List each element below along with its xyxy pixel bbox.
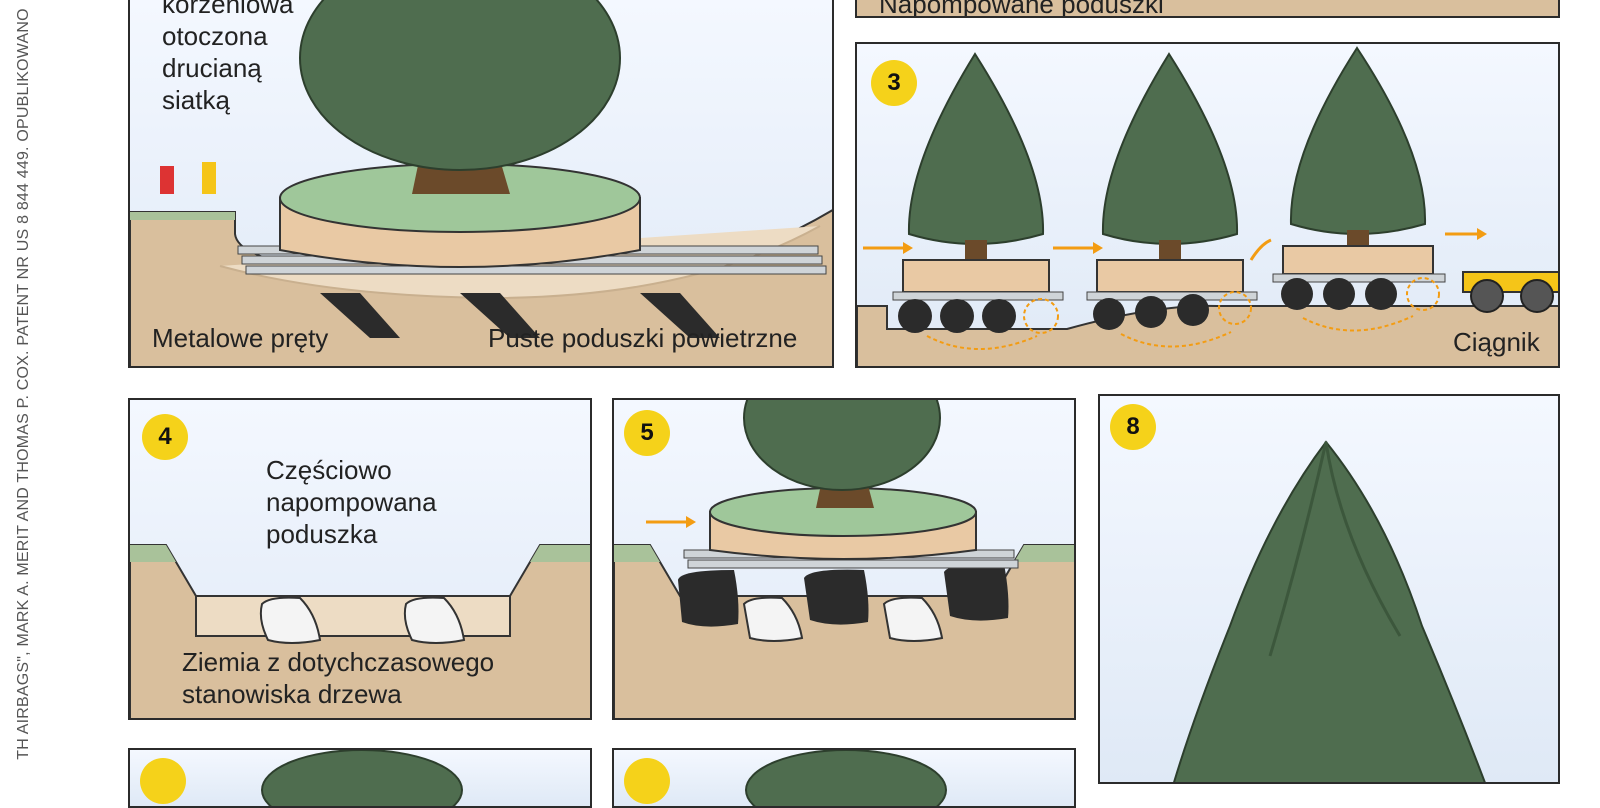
panel-3-illustration [857, 46, 1558, 366]
panel-2: Napompowane poduszki [855, 0, 1560, 18]
panel-8: 8 [1098, 394, 1560, 784]
panel-8-illustration [1173, 440, 1486, 782]
panel-4: 4 Częściowo napompowana poduszka Ziemia … [128, 398, 592, 720]
tree-2 [1086, 52, 1258, 330]
side-credit: TH AIRBAGS", MARK A. MERIT AND THOMAS P.… [15, 8, 32, 760]
step-badge-7: 7 [624, 758, 670, 804]
step-badge-8: 8 [1110, 404, 1156, 450]
label-empty-airbags: Puste poduszki powietrzne [488, 323, 798, 353]
panel-4-illustration [130, 544, 590, 718]
panel-3: 3 Ciągnik [855, 42, 1560, 368]
panel-1: korzeniowa otoczona drucianą siatką Meta… [128, 0, 834, 368]
step-badge-3: 3 [871, 60, 917, 106]
panel-7: 7 [612, 748, 1076, 808]
tree-3 [1272, 46, 1446, 311]
panel-1-illustration [130, 0, 832, 366]
step-badge-6: 6 [140, 758, 186, 804]
label-metal-rods: Metalowe pręty [152, 323, 329, 353]
label-root-ball: korzeniowa otoczona drucianą siatką [162, 0, 294, 115]
label-soil-origin: Ziemia z dotychczasowego stanowiska drze… [182, 647, 495, 709]
label-partially-inflated-bag: Częściowo napompowana poduszka [266, 455, 437, 549]
partially-inflated-bag [259, 596, 322, 644]
motion-arrows [863, 228, 1487, 350]
panel-6: 6 [128, 748, 592, 808]
label-inflated-airbags: Napompowane poduszki [879, 0, 1164, 18]
label-tractor: Ciągnik [1453, 327, 1540, 357]
tree-1 [892, 52, 1064, 334]
step-badge-4: 4 [142, 414, 188, 460]
root-ball [279, 163, 641, 268]
step-badge-5: 5 [624, 410, 670, 456]
panel-5-illustration [614, 400, 1074, 718]
tractor [1462, 271, 1558, 313]
panel-5: 5 [612, 398, 1076, 720]
